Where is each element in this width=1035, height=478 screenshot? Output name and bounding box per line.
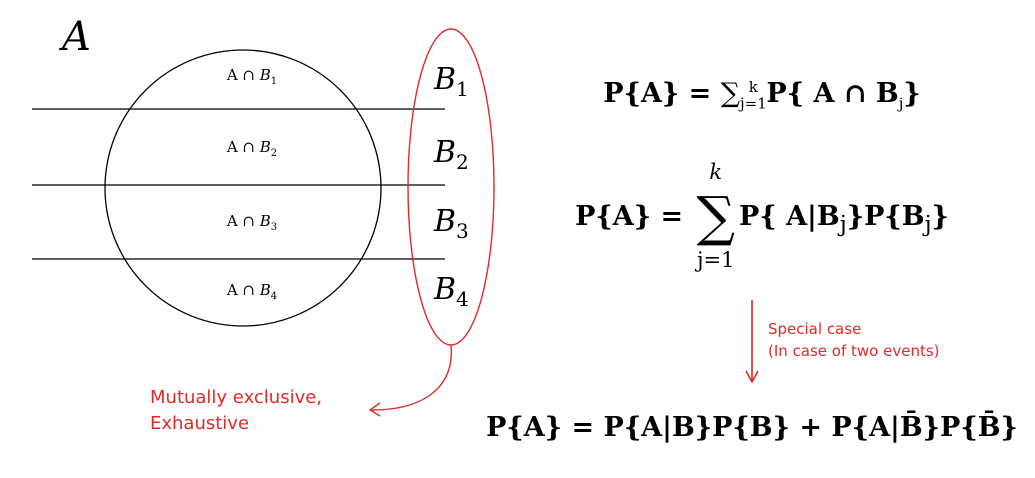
curved-arrow-head <box>368 402 381 417</box>
special-case-line1: Special case <box>768 320 862 338</box>
formula-total-probability-intersection: P{A} = ∑j=1k P{ A ∩ Bj} <box>603 78 921 113</box>
partition-annotation: Mutually exclusive, Exhaustive <box>150 385 322 437</box>
partition-annotation-line2: Exhaustive <box>150 413 250 434</box>
partition-label-b4: B4 <box>434 272 469 311</box>
region-label-2: A ∩ B2 <box>226 138 278 159</box>
set-a-label: A <box>62 14 91 60</box>
region-label-4: A ∩ B4 <box>226 281 278 302</box>
partition-label-b2: B2 <box>434 135 469 174</box>
region-label-3: A ∩ B3 <box>226 212 278 233</box>
formula-two-events: P{A} = P{A|B}P{B} + P{A|B̄}P{B̄} <box>486 412 1018 443</box>
curved-arrow <box>371 344 452 411</box>
partition-label-b3: B3 <box>434 204 469 243</box>
partition-annotation-line1: Mutually exclusive, <box>150 387 323 408</box>
event-a-circle <box>104 49 382 327</box>
region-label-1: A ∩ B1 <box>226 66 278 87</box>
special-case-line2: (In case of two events) <box>768 342 940 360</box>
down-arrow-head <box>745 370 759 384</box>
special-case-annotation: Special case (In case of two events) <box>768 318 940 362</box>
partition-label-b1: B1 <box>434 62 469 101</box>
